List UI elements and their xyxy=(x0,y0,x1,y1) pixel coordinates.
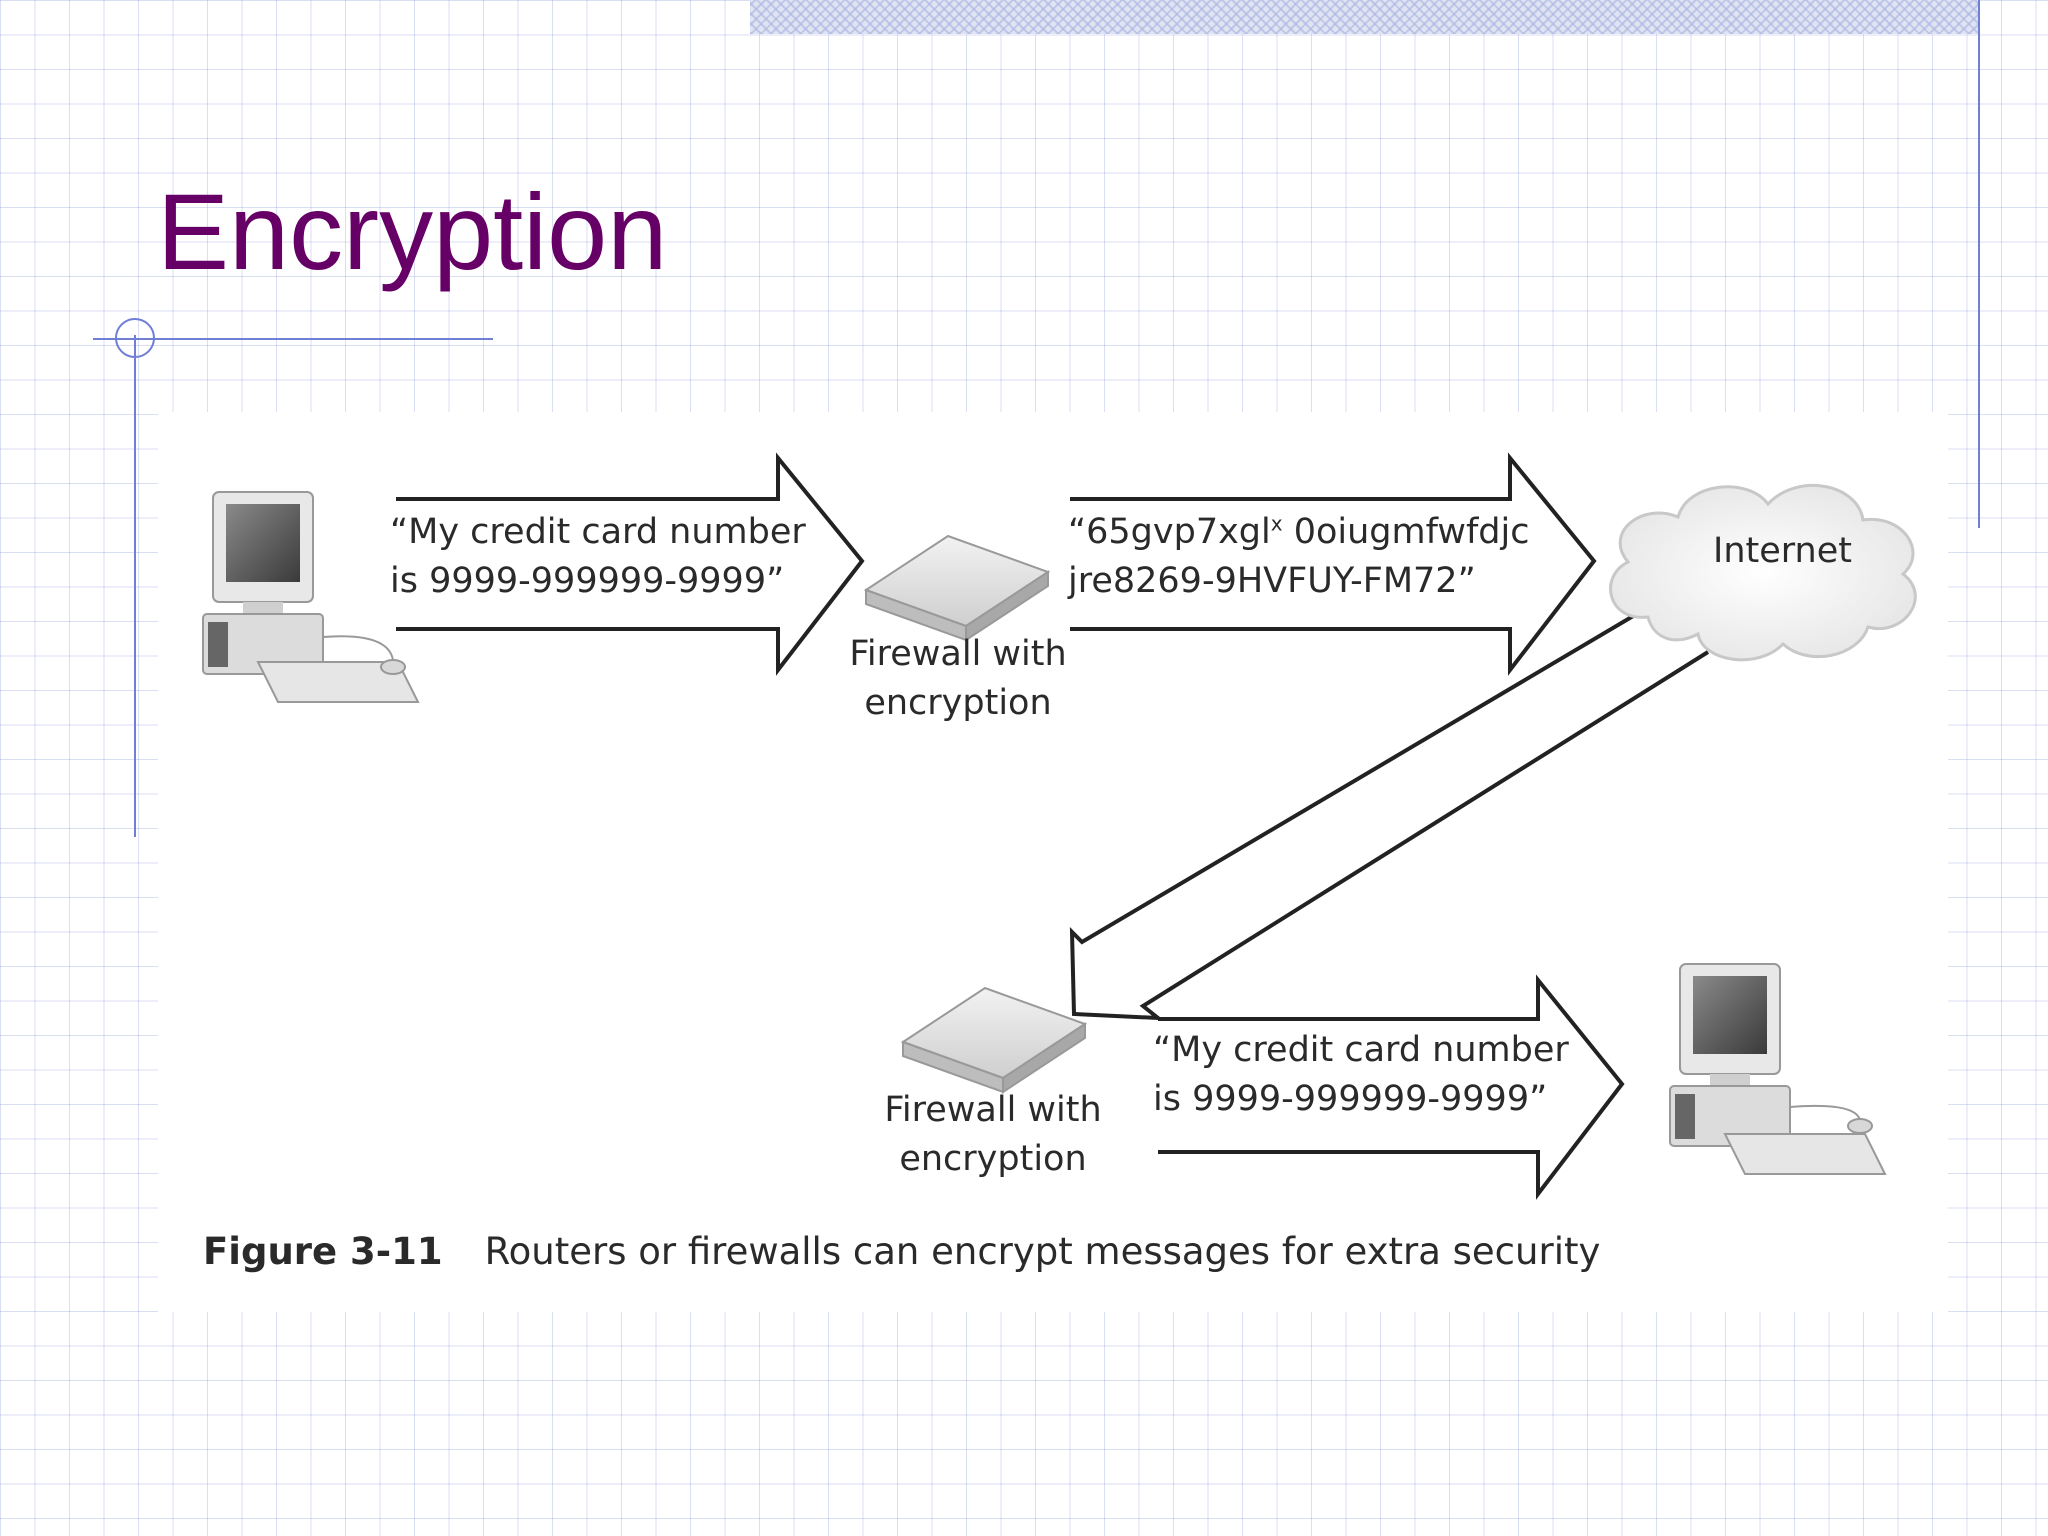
encryption-diagram xyxy=(202,452,1917,1200)
plain-message-1: “My credit card number is 9999-999999-99… xyxy=(390,512,806,601)
firewall-2-label: Firewall with encryption xyxy=(884,1090,1102,1179)
computer-sender-icon xyxy=(202,491,420,703)
computer-receiver-icon xyxy=(1669,963,1887,1175)
arrow-internet-to-firewall xyxy=(1069,610,1710,1021)
internet-label: Internet xyxy=(1713,531,1852,571)
title-underline xyxy=(93,338,493,340)
arrow-firewall-to-computer xyxy=(1158,974,1625,1200)
figure-caption: Figure 3-11 Routers or firewalls can encr… xyxy=(203,1230,1600,1273)
arrow-plain-to-firewall xyxy=(396,452,865,676)
figure-number: Figure 3-11 xyxy=(203,1230,443,1273)
internet-cloud-icon xyxy=(1609,483,1917,662)
firewall-2-icon xyxy=(900,986,1088,1094)
encryption-figure: “My credit card number is 9999-999999-99… xyxy=(158,412,1948,1312)
decorative-right-line xyxy=(1978,0,1980,528)
decorative-top-bar xyxy=(750,0,1980,34)
plain-message-2: “My credit card number is 9999-999999-99… xyxy=(1153,1030,1569,1119)
encrypted-message: “65gvp7xglx 0oiugmfwfdjc jre8269-9HVFUY-… xyxy=(1068,511,1530,601)
firewall-1-icon xyxy=(863,534,1051,642)
decorative-left-line xyxy=(134,335,136,837)
slide-title: Encryption xyxy=(157,171,668,292)
firewall-1-label: Firewall with encryption xyxy=(849,634,1067,723)
title-ring-ornament xyxy=(115,318,155,358)
arrow-encrypted-to-internet xyxy=(1070,452,1597,676)
figure-caption-text: Routers or firewalls can encrypt message… xyxy=(484,1230,1601,1273)
